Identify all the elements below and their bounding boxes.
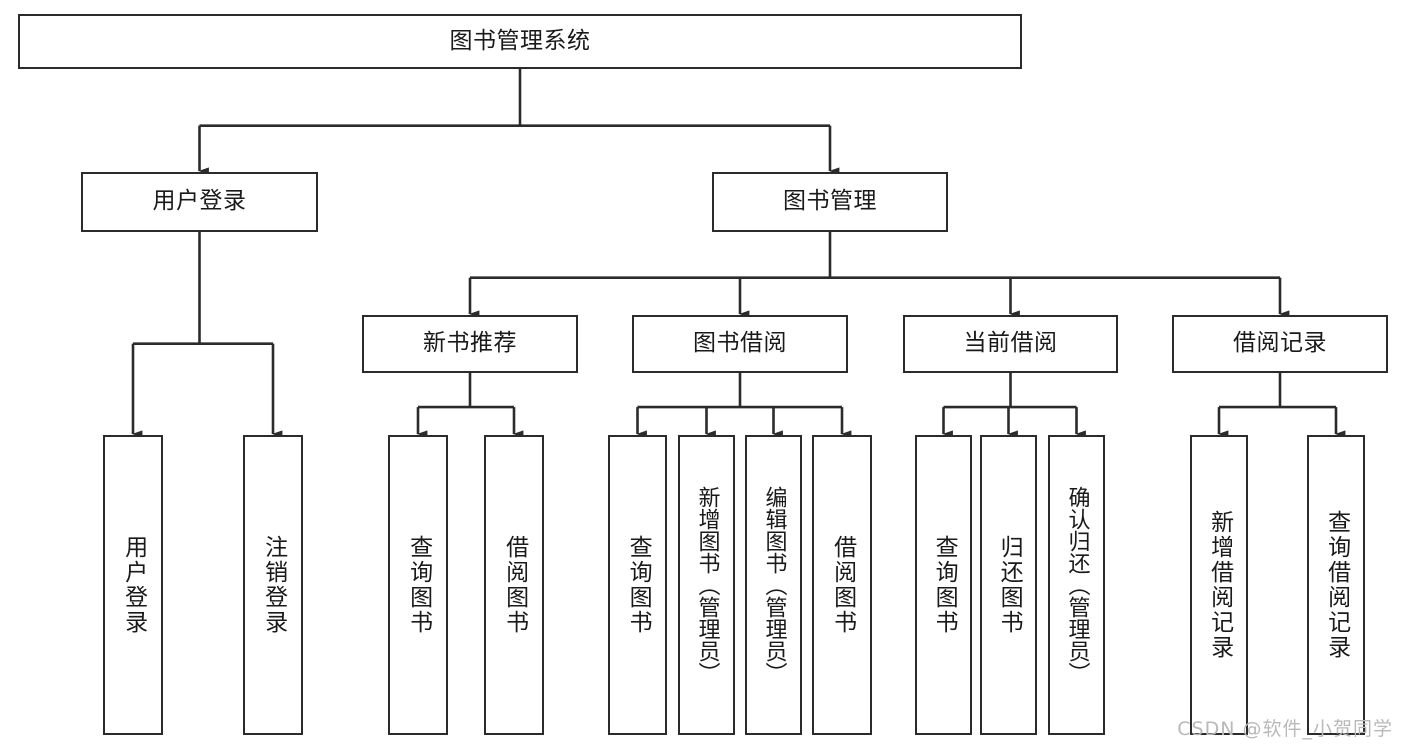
- node-root[interactable]: 图书管理系统: [18, 14, 1022, 69]
- node-label-book-manage: 图书管理: [783, 188, 877, 215]
- node-borrow-record[interactable]: 借阅记录: [1172, 315, 1388, 373]
- node-leaf-add-record[interactable]: 新增借阅记录: [1190, 435, 1248, 735]
- node-label-leaf-query-record: 查询借阅记录: [1323, 510, 1350, 660]
- node-label-leaf-borrow-book: 借阅图书: [829, 535, 856, 635]
- node-label-leaf-user-login: 用户登录: [120, 535, 147, 635]
- node-book-borrow[interactable]: 图书借阅: [632, 315, 848, 373]
- node-label-leaf-logout: 注销登录: [260, 535, 287, 635]
- node-label-leaf-add-book: 新增图书（管理员）: [694, 486, 720, 684]
- node-new-book-rec[interactable]: 新书推荐: [362, 315, 578, 373]
- node-leaf-borrow-book[interactable]: 借阅图书: [812, 435, 872, 735]
- node-label-leaf-return-book: 归还图书: [996, 535, 1023, 635]
- node-leaf-query-book-cur[interactable]: 查询图书: [915, 435, 972, 735]
- node-label-leaf-query-book-borrow: 查询图书: [625, 535, 652, 635]
- node-label-leaf-borrow-book-rec: 借阅图书: [501, 535, 528, 635]
- node-label-new-book-rec: 新书推荐: [423, 330, 517, 357]
- node-label-book-borrow: 图书借阅: [693, 330, 787, 357]
- node-current-borrow[interactable]: 当前借阅: [903, 315, 1118, 373]
- node-leaf-borrow-book-rec[interactable]: 借阅图书: [484, 435, 544, 735]
- node-leaf-query-book-rec[interactable]: 查询图书: [388, 435, 448, 735]
- node-leaf-user-login[interactable]: 用户登录: [103, 435, 163, 735]
- node-leaf-add-book[interactable]: 新增图书（管理员）: [678, 435, 735, 735]
- node-leaf-return-book[interactable]: 归还图书: [980, 435, 1037, 735]
- node-label-leaf-query-book-cur: 查询图书: [931, 535, 958, 635]
- node-leaf-confirm-return[interactable]: 确认归还（管理员）: [1048, 435, 1105, 735]
- node-leaf-edit-book[interactable]: 编辑图书（管理员）: [745, 435, 802, 735]
- node-label-borrow-record: 借阅记录: [1233, 330, 1327, 357]
- node-label-current-borrow: 当前借阅: [963, 330, 1058, 357]
- node-label-root: 图书管理系统: [449, 27, 591, 54]
- watermark-text: CSDN @软件_小贺同学: [1177, 718, 1393, 740]
- node-leaf-query-record[interactable]: 查询借阅记录: [1307, 435, 1365, 735]
- node-user-login[interactable]: 用户登录: [81, 172, 318, 232]
- node-book-manage[interactable]: 图书管理: [712, 172, 948, 232]
- node-label-leaf-edit-book: 编辑图书（管理员）: [761, 486, 787, 684]
- node-leaf-query-book-borrow[interactable]: 查询图书: [608, 435, 667, 735]
- node-label-leaf-query-book-rec: 查询图书: [405, 535, 432, 635]
- node-label-user-login: 用户登录: [152, 188, 247, 215]
- node-leaf-logout[interactable]: 注销登录: [243, 435, 303, 735]
- node-label-leaf-confirm-return: 确认归还（管理员）: [1064, 486, 1090, 684]
- node-label-leaf-add-record: 新增借阅记录: [1206, 510, 1233, 660]
